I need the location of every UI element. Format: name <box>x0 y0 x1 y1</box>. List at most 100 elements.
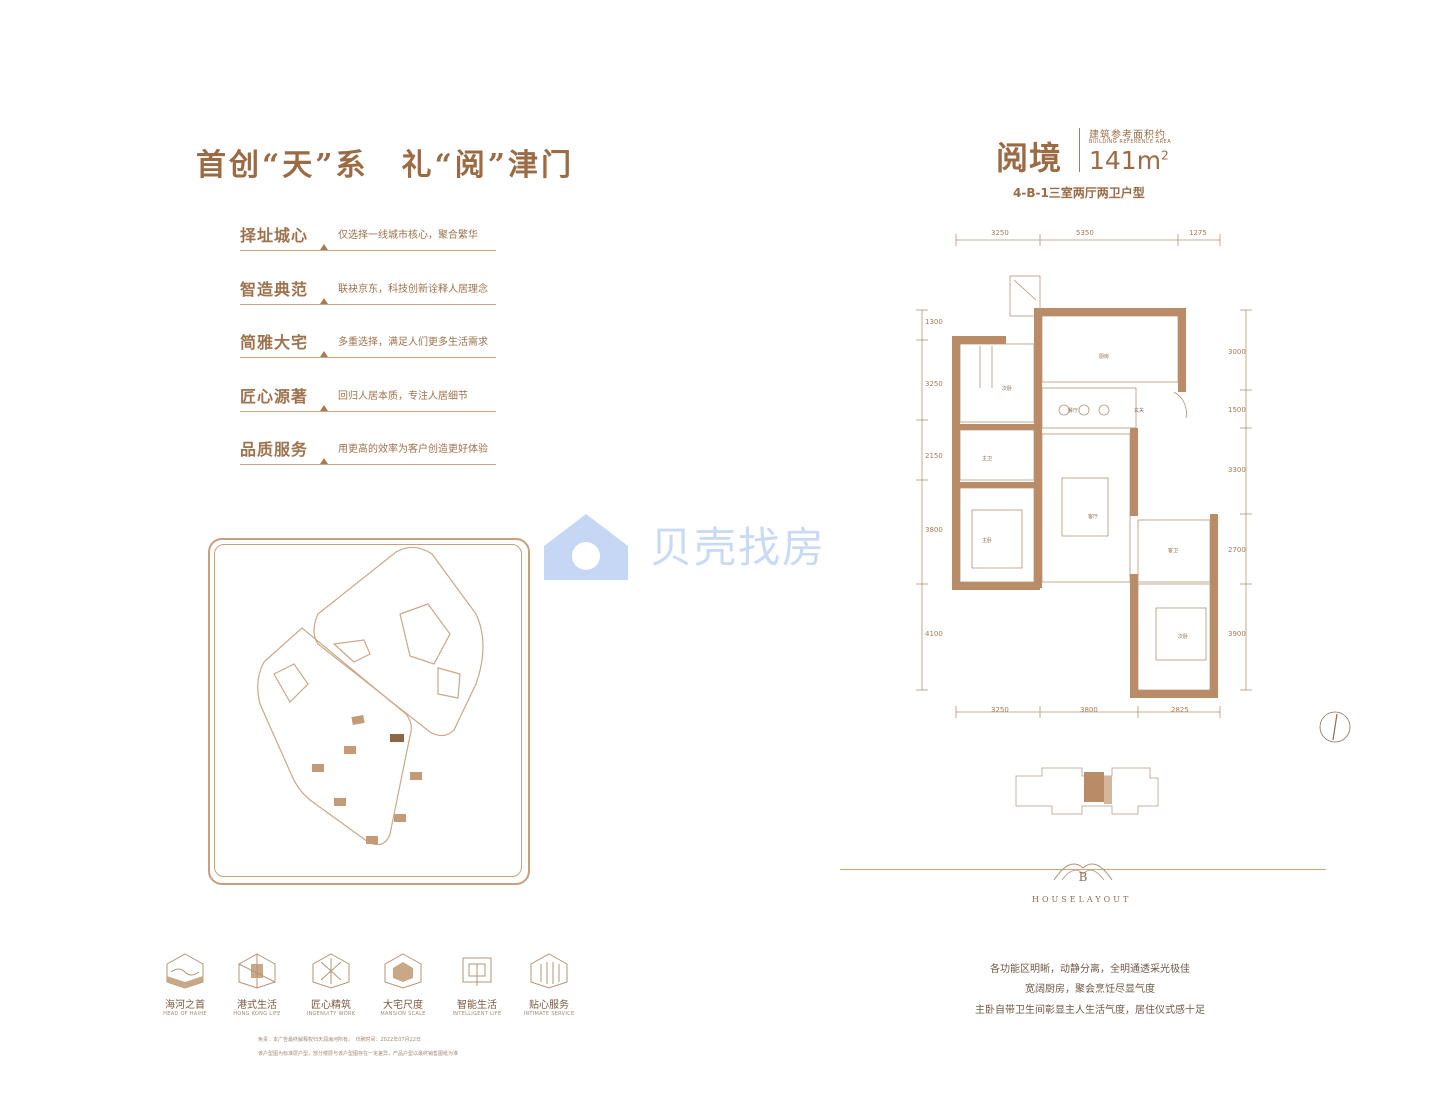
icon-label: 匠心精筑 <box>311 1000 351 1011</box>
divider <box>240 411 496 412</box>
feature-item: 智造典范 联袂京东，科技创新诠释人居理念 <box>240 276 496 310</box>
icon-label-en: MANSION SCALE <box>380 1011 426 1017</box>
dim-right: 2700 <box>1228 546 1246 554</box>
dim-top: 3250 <box>991 229 1009 237</box>
feature-desc: 回归人居本质，专注人居细节 <box>338 391 468 402</box>
brand-mark-icon: B <box>1053 863 1113 884</box>
divider <box>240 464 496 465</box>
brand-mark-letter: B <box>1079 870 1088 884</box>
room-label-second-bedroom-a: 次卧 <box>1002 385 1012 392</box>
dim-left: 4100 <box>925 630 943 638</box>
unit-type: 4-B-1三室两厅两卫户型 <box>1013 186 1145 200</box>
watermark-text: 贝壳找房 <box>650 523 827 572</box>
dim-left: 2150 <box>925 452 943 460</box>
dim-top: 5350 <box>1076 229 1094 237</box>
icon-label-en: INGENUITY WORK <box>306 1011 356 1017</box>
site-plan-map <box>257 546 484 846</box>
triangle-icon <box>320 405 328 411</box>
icon-label: 智能生活 <box>457 1000 497 1011</box>
layout-description: 主卧自带卫生间彰显主人生活气度，居住仪式感十足 <box>975 1005 1205 1016</box>
hongkong-icon <box>238 953 276 989</box>
area-label-en: BUILDING REFERENCE AREA <box>1089 139 1172 145</box>
area-value-number: 141m <box>1089 146 1162 175</box>
triangle-icon <box>320 458 328 464</box>
feature-icon-item: 海河之首 HEAD OF HAIHE <box>150 952 220 1017</box>
floor-plan: 厨房 次卧 餐厅 玄关 主卫 客厅 主卧 客卫 次卧 <box>916 234 1252 718</box>
feature-desc: 仅选择一线城市核心，聚合繁华 <box>338 230 478 241</box>
dim-right: 3000 <box>1228 348 1246 356</box>
divider <box>240 304 496 305</box>
dim-right: 3900 <box>1228 630 1246 638</box>
triangle-icon <box>320 298 328 304</box>
room-label-entrance: 玄关 <box>1134 407 1144 414</box>
intelligent-icon <box>462 957 492 986</box>
house-layout-label: HOUSELAYOUT <box>1032 895 1132 904</box>
icon-label-en: INTIMATE SERVICE <box>523 1011 575 1017</box>
site-plan-frame <box>208 538 530 885</box>
feature-item: 择址城心 仅选择一线城市核心，聚合繁华 <box>240 222 496 256</box>
dim-right: 3300 <box>1228 466 1246 474</box>
icon-label: 贴心服务 <box>529 1000 569 1011</box>
north-compass-icon <box>1319 711 1351 743</box>
feature-title: 简雅大宅 <box>240 333 309 352</box>
feature-title: 匠心源著 <box>240 387 309 406</box>
feature-item: 品质服务 用更高的效率为客户创造更好体验 <box>240 436 496 470</box>
feature-desc: 用更高的效率为客户创造更好体验 <box>338 444 488 455</box>
disclaimer-text: 免责：本广告最终解释权归天润海河所有。 印刷时间：2022年07月22日 <box>258 1037 421 1043</box>
footer-divider <box>840 869 1326 870</box>
dim-bottom: 3800 <box>1080 706 1098 714</box>
dim-right: 1500 <box>1228 406 1246 414</box>
area-value: 141m2 <box>1089 146 1169 175</box>
feature-item: 匠心源著 回归人居本质，专注人居细节 <box>240 383 496 417</box>
ingenuity-icon <box>312 953 350 989</box>
dim-top: 1275 <box>1189 229 1207 237</box>
room-label-dining: 餐厅 <box>1068 407 1078 414</box>
feature-item: 简雅大宅 多重选择，满足人们更多生活需求 <box>240 329 496 363</box>
feature-icon-item: 港式生活 HONG KONG LIFE <box>222 952 292 1017</box>
room-label-second-bedroom-b: 次卧 <box>1178 633 1188 640</box>
icon-label: 海河之首 <box>165 1000 205 1011</box>
feature-desc: 联袂京东，科技创新诠释人居理念 <box>338 284 488 295</box>
icon-label: 港式生活 <box>237 1000 277 1011</box>
feature-desc: 多重选择，满足人们更多生活需求 <box>338 337 488 348</box>
icon-label-en: INTELLIGENT LIFE <box>452 1011 502 1017</box>
divider <box>240 250 496 251</box>
feature-icon-item: 贴心服务 INTIMATE SERVICE <box>514 952 584 1017</box>
icon-label-en: HONG KONG LIFE <box>233 1011 281 1017</box>
room-label-master-bedroom: 主卧 <box>982 537 992 544</box>
icon-label-en: HEAD OF HAIHE <box>163 1011 207 1017</box>
layout-name: 阅境 <box>996 139 1063 177</box>
key-plan <box>1015 767 1159 815</box>
dim-bottom: 2825 <box>1171 706 1189 714</box>
area-label: 建筑参考面积约 <box>1089 130 1166 141</box>
disclaimer-text: 该户型图为标准层户型，部分楼层与该户型图存在一定差异，产品户型以最终销售图纸为准 <box>258 1051 459 1057</box>
haihe-icon <box>166 953 204 989</box>
triangle-icon <box>320 244 328 250</box>
dim-bottom: 3250 <box>991 706 1009 714</box>
feature-title: 智造典范 <box>240 280 309 299</box>
beike-logo-icon <box>544 514 628 580</box>
dim-left: 1300 <box>925 318 943 326</box>
dim-left: 3250 <box>925 380 943 388</box>
area-unit-sup: 2 <box>1161 148 1169 163</box>
divider <box>240 357 496 358</box>
site-plan-inner-frame <box>214 544 522 877</box>
room-label-living: 客厅 <box>1088 513 1098 520</box>
title-divider <box>1079 128 1080 172</box>
room-label-master-bath: 主卫 <box>982 455 992 462</box>
layout-description: 宽阔厨房，聚会烹饪尽显气度 <box>1025 984 1155 995</box>
room-label-guest-bath: 客卫 <box>1168 547 1178 554</box>
feature-title: 择址城心 <box>240 226 309 245</box>
slogan-title: 首创“天”系 礼“阅”津门 <box>196 148 575 183</box>
service-icon <box>530 953 568 989</box>
room-label-kitchen: 厨房 <box>1099 353 1109 360</box>
icon-label: 大宅尺度 <box>383 1000 423 1011</box>
feature-icon-item: 匠心精筑 INGENUITY WORK <box>296 952 366 1017</box>
layout-description: 各功能区明晰，动静分离，全明通透采光极佳 <box>990 964 1190 975</box>
feature-title: 品质服务 <box>240 440 309 459</box>
feature-icon-item: 智能生活 INTELLIGENT LIFE <box>442 952 512 1017</box>
mansion-icon <box>384 953 422 989</box>
triangle-icon <box>320 351 328 357</box>
feature-icon-item: 大宅尺度 MANSION SCALE <box>368 952 438 1017</box>
dim-left: 3800 <box>925 526 943 534</box>
